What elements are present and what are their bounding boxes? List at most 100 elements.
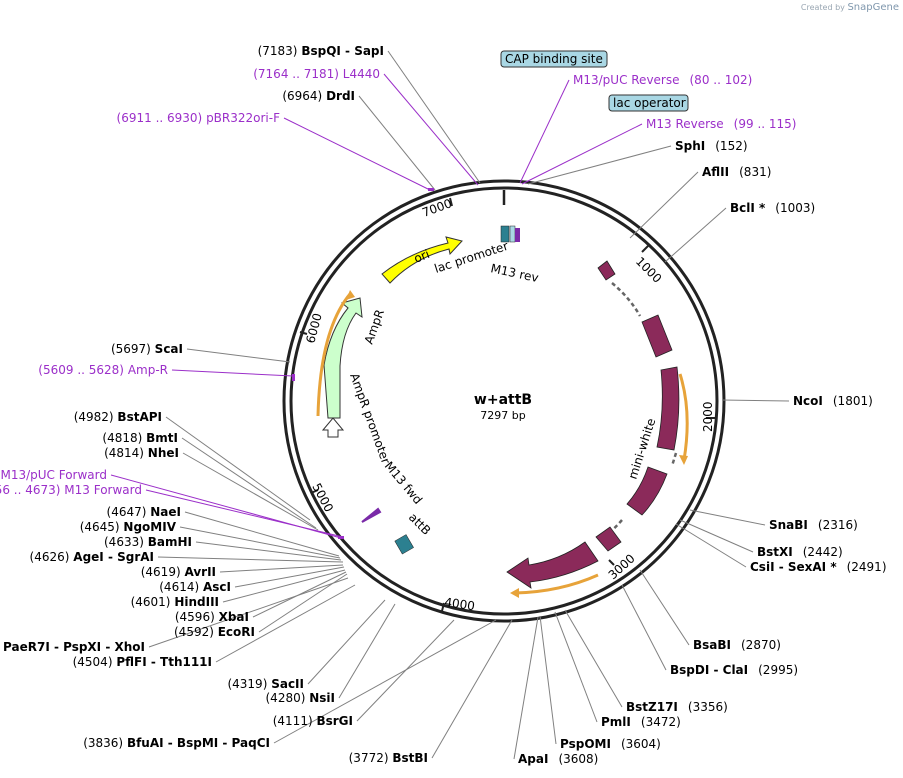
connector-bmti: [181, 437, 317, 529]
site-position: (3836): [83, 736, 123, 750]
attb-block[interactable]: [394, 534, 414, 555]
site-label-ecori[interactable]: (4592) EcoRI: [174, 625, 255, 639]
site-label-bspqi[interactable]: (7183) BspQI - SapI: [258, 44, 384, 58]
site-label-bsabi[interactable]: BsaBI(2870): [693, 638, 781, 652]
connector-bcli: [664, 207, 727, 263]
connector-bstxi: [679, 519, 754, 553]
site-label-m13_rev_p[interactable]: M13 Reverse(99 .. 115): [646, 117, 796, 131]
site-label-asci[interactable]: (4614) AscI: [159, 580, 231, 594]
site-label-bcli[interactable]: BclI *(1003): [730, 201, 815, 215]
site-label-bspdi[interactable]: BspDI - ClaI(2995): [670, 663, 798, 677]
site-label-pbr[interactable]: (6911 .. 6930) pBR322ori-F: [117, 111, 281, 125]
site-position: (5697): [111, 342, 151, 356]
tick-1000: 1000: [633, 254, 664, 285]
site-name: AvrII: [184, 565, 216, 579]
site-position: (4280): [266, 691, 306, 705]
site-label-m13pucf[interactable]: (4665 .. 4687) M13/pUC Forward: [0, 468, 107, 482]
site-label-bsrgi[interactable]: (4111) BsrGI: [273, 714, 353, 728]
site-label-hindiii[interactable]: (4601) HindIII: [131, 595, 219, 609]
feature-mini-white[interactable]: mini-white: [506, 260, 680, 589]
cap-binding-site-box[interactable]: [500, 50, 608, 68]
site-label-psp[interactable]: PspOMI (3604): [560, 737, 661, 751]
site-label-bmti[interactable]: (4818) BmtI: [102, 431, 178, 445]
lac-operator-box[interactable]: [608, 94, 689, 112]
site-position: (2491): [847, 560, 887, 574]
m13-fwd-primer-arrow[interactable]: [361, 507, 382, 523]
site-name: AscI: [203, 580, 231, 594]
backbone-outer-ring: [282, 179, 726, 623]
site-name: PaeR7I - PspXI - XhoI: [3, 640, 145, 654]
site-label-bstbi[interactable]: (3772) BstBI: [349, 751, 428, 765]
site-labels: (7183) BspQI - SapI(7164 .. 7181) L4440(…: [0, 44, 887, 766]
site-label-snabi[interactable]: SnaBI(2316): [769, 518, 858, 532]
site-label-aflii[interactable]: AflII(831): [702, 165, 771, 179]
site-name: BfuAI - BspMI - PaqCI: [127, 736, 270, 750]
site-label-xbai[interactable]: (4596) XbaI: [175, 610, 249, 624]
site-name: BstBI: [392, 751, 428, 765]
connector-apai: [513, 616, 539, 760]
connector-snabi: [689, 509, 766, 526]
site-label-m13puc_rev[interactable]: M13/pUC Reverse(80 .. 102): [573, 73, 752, 87]
site-name: PspOMI: [560, 737, 611, 751]
connector-csii: [675, 523, 747, 568]
m13-rev-block[interactable]: [515, 228, 520, 242]
lac-feature-block-2[interactable]: [509, 225, 516, 243]
feature-ori[interactable]: ori: [381, 236, 463, 284]
site-label-bamhi[interactable]: (4633) BamHI: [104, 535, 192, 549]
connector-bamhi: [195, 541, 342, 561]
connector-pflfi: [215, 584, 356, 663]
site-label-csii[interactable]: CsiI - SexAI *(2491): [750, 560, 887, 574]
label-connector-lines: [110, 50, 790, 760]
site-label-drdi[interactable]: (6964) DrdI: [282, 89, 355, 103]
site-label-ngomiv[interactable]: (4645) NgoMIV: [80, 520, 177, 534]
tick-6000: 6000: [303, 312, 324, 345]
site-position: (6911 .. 6930): [117, 111, 203, 125]
site-label-nhei[interactable]: (4814) NheI: [104, 446, 179, 460]
site-label-scai[interactable]: (5697) ScaI: [111, 342, 183, 356]
site-label-pmli[interactable]: PmlI(3472): [601, 715, 681, 729]
connector-ncoi: [721, 399, 790, 402]
site-label-bstxi[interactable]: BstXI(2442): [757, 545, 843, 559]
site-label-agei[interactable]: (4626) AgeI - SgrAI: [30, 550, 154, 564]
connector-ngomiv: [179, 526, 341, 559]
site-name: BmtI: [146, 431, 178, 445]
site-label-ampr_p[interactable]: (5609 .. 5628) Amp-R: [38, 363, 168, 377]
feature-ampr[interactable]: AmpR: [323, 297, 387, 419]
site-position: (152): [715, 139, 747, 153]
site-label-naei[interactable]: (4647) NaeI: [107, 505, 181, 519]
m13-rev-label: M13 rev: [489, 261, 539, 285]
site-label-bstapi[interactable]: (4982) BstAPI: [74, 410, 162, 424]
site-position: (4504): [73, 655, 113, 669]
site-label-bfuai[interactable]: (3836) BfuAI - BspMI - PaqCI: [83, 736, 270, 750]
site-position: (3604): [621, 737, 661, 751]
connector-m13puc_rev: [519, 79, 570, 184]
site-position: (2870): [741, 638, 781, 652]
site-label-paer7i[interactable]: (4573) PaeR7I - PspXI - XhoI: [0, 640, 145, 654]
site-label-sacii[interactable]: (4319) SacII: [227, 677, 304, 691]
ruler-ticks: [299, 190, 715, 612]
connector-bstapi: [165, 416, 311, 521]
site-label-bstz17i[interactable]: BstZ17I(3356): [626, 700, 728, 714]
site-label-m13f[interactable]: (4656 .. 4673) M13 Forward: [0, 483, 142, 497]
site-label-sphi[interactable]: SphI(152): [675, 139, 748, 153]
connector-avrii: [219, 564, 344, 573]
connector-paer7i: [148, 577, 349, 648]
lac-feature-block-1[interactable]: [500, 225, 510, 243]
site-name: PflFI - Tth111I: [116, 655, 212, 669]
site-label-apai[interactable]: ApaI(3608): [518, 752, 598, 766]
site-position: (4656 .. 4673): [0, 483, 60, 497]
site-name: BstAPI: [117, 410, 162, 424]
attb-label: attB: [406, 510, 434, 538]
site-label-avrii[interactable]: (4619) AvrII: [141, 565, 216, 579]
connector-bstz17i: [564, 609, 623, 708]
site-label-ncoi[interactable]: NcoI(1801): [793, 394, 873, 408]
site-label-nsii[interactable]: (4280) NsiI: [266, 691, 336, 705]
site-position: (4601): [131, 595, 171, 609]
site-name: BclI *: [730, 201, 766, 215]
site-name: NheI: [148, 446, 179, 460]
site-label-pflfi[interactable]: (4504) PflFI - Tth111I: [73, 655, 212, 669]
site-label-l4440[interactable]: (7164 .. 7181) L4440: [253, 67, 380, 81]
site-position: (7164 .. 7181): [253, 67, 339, 81]
amp-r-primer-mark: [292, 374, 295, 381]
site-position: (4818): [102, 431, 142, 445]
